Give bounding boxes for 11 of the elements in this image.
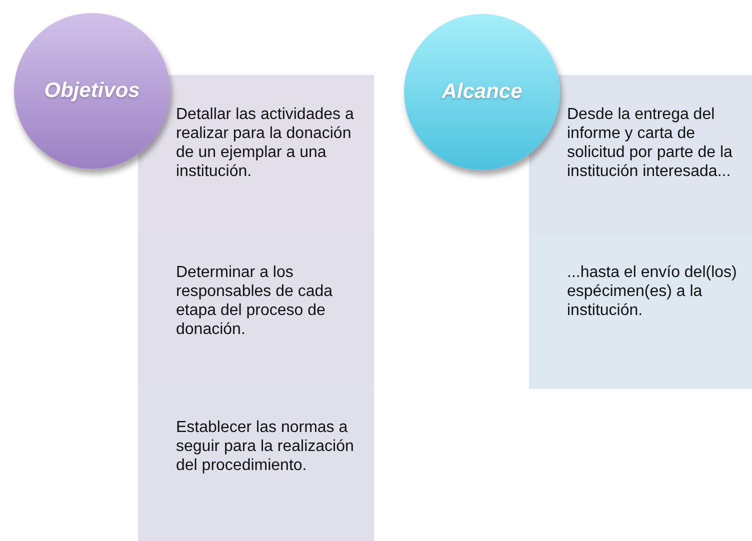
- text-panel: [529, 75, 752, 233]
- panel-text: Desde la entrega del informe y carta de solicitud por parte de la institución interesada...: [567, 105, 734, 181]
- heading-label: Objetivos: [44, 79, 140, 103]
- panel-text: Determinar a los responsables de cada etapa del proceso de donación.: [176, 263, 334, 339]
- text-panel: [138, 75, 374, 233]
- text-panel: [138, 388, 374, 541]
- panel-text: Detallar las actividades a realizar para la donación de un ejemplar a una institución.: [176, 105, 355, 181]
- text-panel: [529, 233, 752, 389]
- panel-text: Establecer las normas a seguir para la realización del procedimiento.: [176, 418, 355, 475]
- panel-text: ...hasta el envío del(los) espécimen(es) a la institución.: [567, 263, 738, 320]
- heading-label: Alcance: [442, 80, 522, 104]
